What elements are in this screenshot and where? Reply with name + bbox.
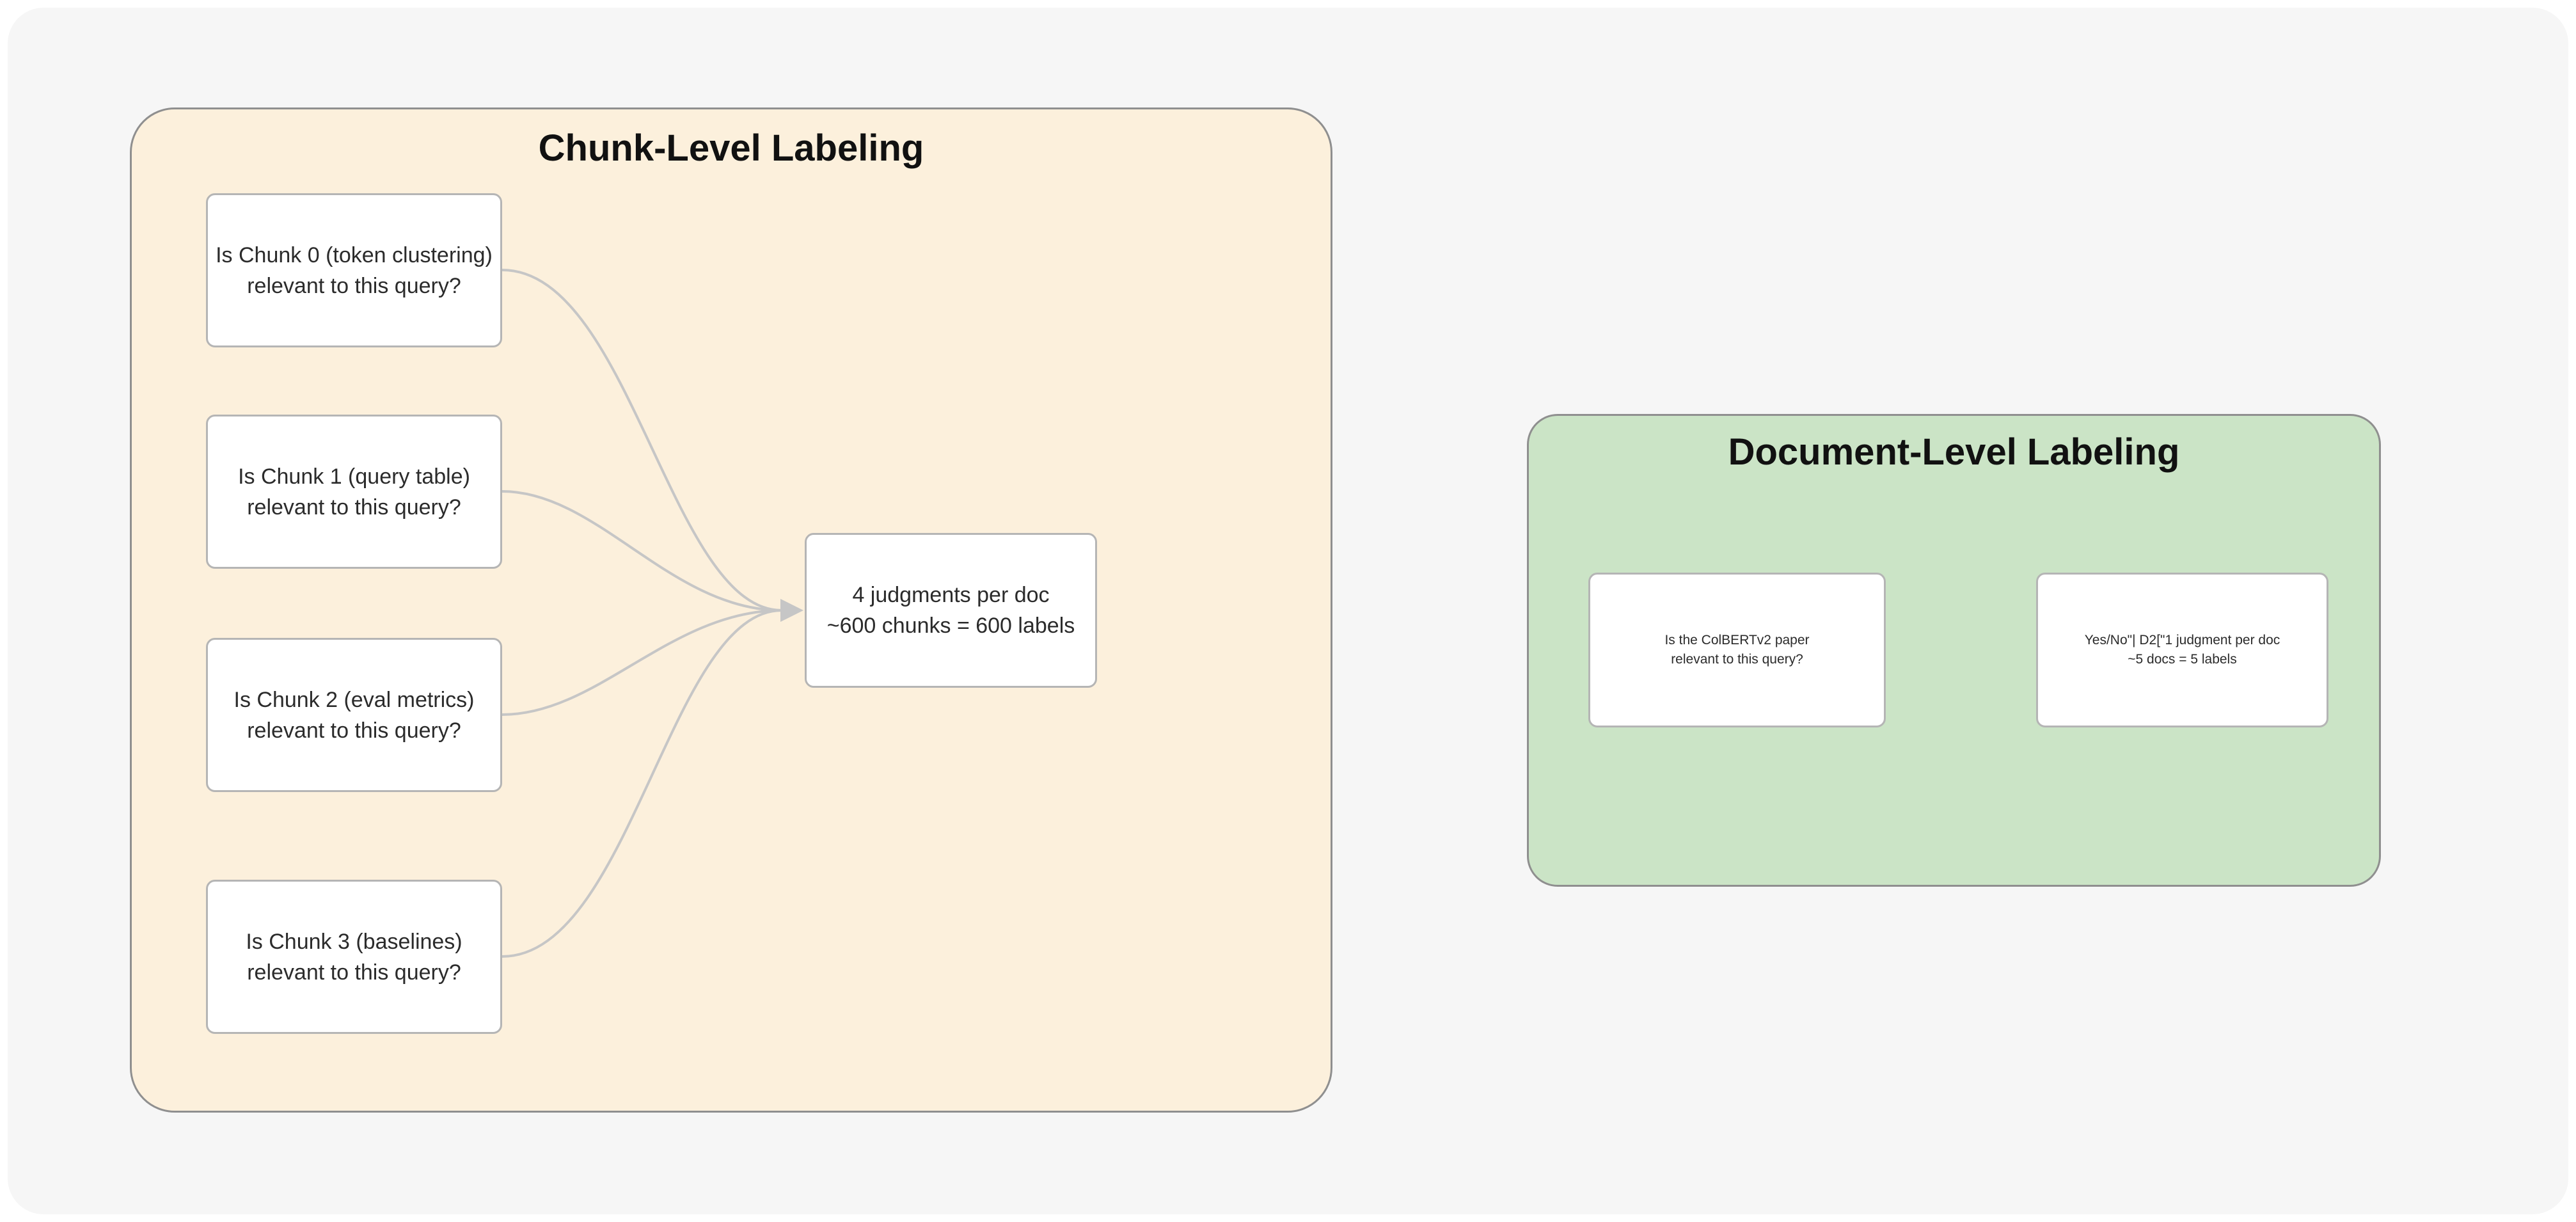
doc-question-line1: Is the ColBERTv2 paper [1664,633,1810,647]
doc-judgment-line2: ~5 docs = 5 labels [2128,652,2237,667]
doc-judgment-node[interactable]: Yes/No"| D2["1 judgment per doc ~5 docs … [2036,573,2328,727]
document-frame-title: Document-Level Labeling [1728,431,2180,473]
chunk-2-line2: relevant to this query? [247,718,461,743]
chunk-0-node[interactable]: Is Chunk 0 (token clustering) relevant t… [206,193,502,347]
chunk-0-line2: relevant to this query? [247,273,461,298]
chunk-1-line2: relevant to this query? [247,495,461,520]
chunk-3-line2: relevant to this query? [247,960,461,985]
chunk-judgment-result-node[interactable]: 4 judgments per doc ~600 chunks = 600 la… [805,533,1097,688]
doc-question-line2: relevant to this query? [1671,652,1803,667]
chunk-1-node[interactable]: Is Chunk 1 (query table) relevant to thi… [206,415,502,569]
chunk-3-line1: Is Chunk 3 (baselines) [246,929,462,954]
result-line2: ~600 chunks = 600 labels [826,614,1075,638]
chunk-3-node[interactable]: Is Chunk 3 (baselines) relevant to this … [206,880,502,1034]
result-line1: 4 judgments per doc [852,583,1050,607]
doc-question-node[interactable]: Is the ColBERTv2 paper relevant to this … [1588,573,1886,727]
chunk-0-line1: Is Chunk 0 (token clustering) [216,242,493,267]
chunk-2-node[interactable]: Is Chunk 2 (eval metrics) relevant to th… [206,638,502,792]
chunk-2-line1: Is Chunk 2 (eval metrics) [233,687,475,712]
chunk-frame-title: Chunk-Level Labeling [538,127,924,169]
chunk-1-line1: Is Chunk 1 (query table) [238,464,470,489]
doc-judgment-line1: Yes/No"| D2["1 judgment per doc [2084,633,2280,647]
